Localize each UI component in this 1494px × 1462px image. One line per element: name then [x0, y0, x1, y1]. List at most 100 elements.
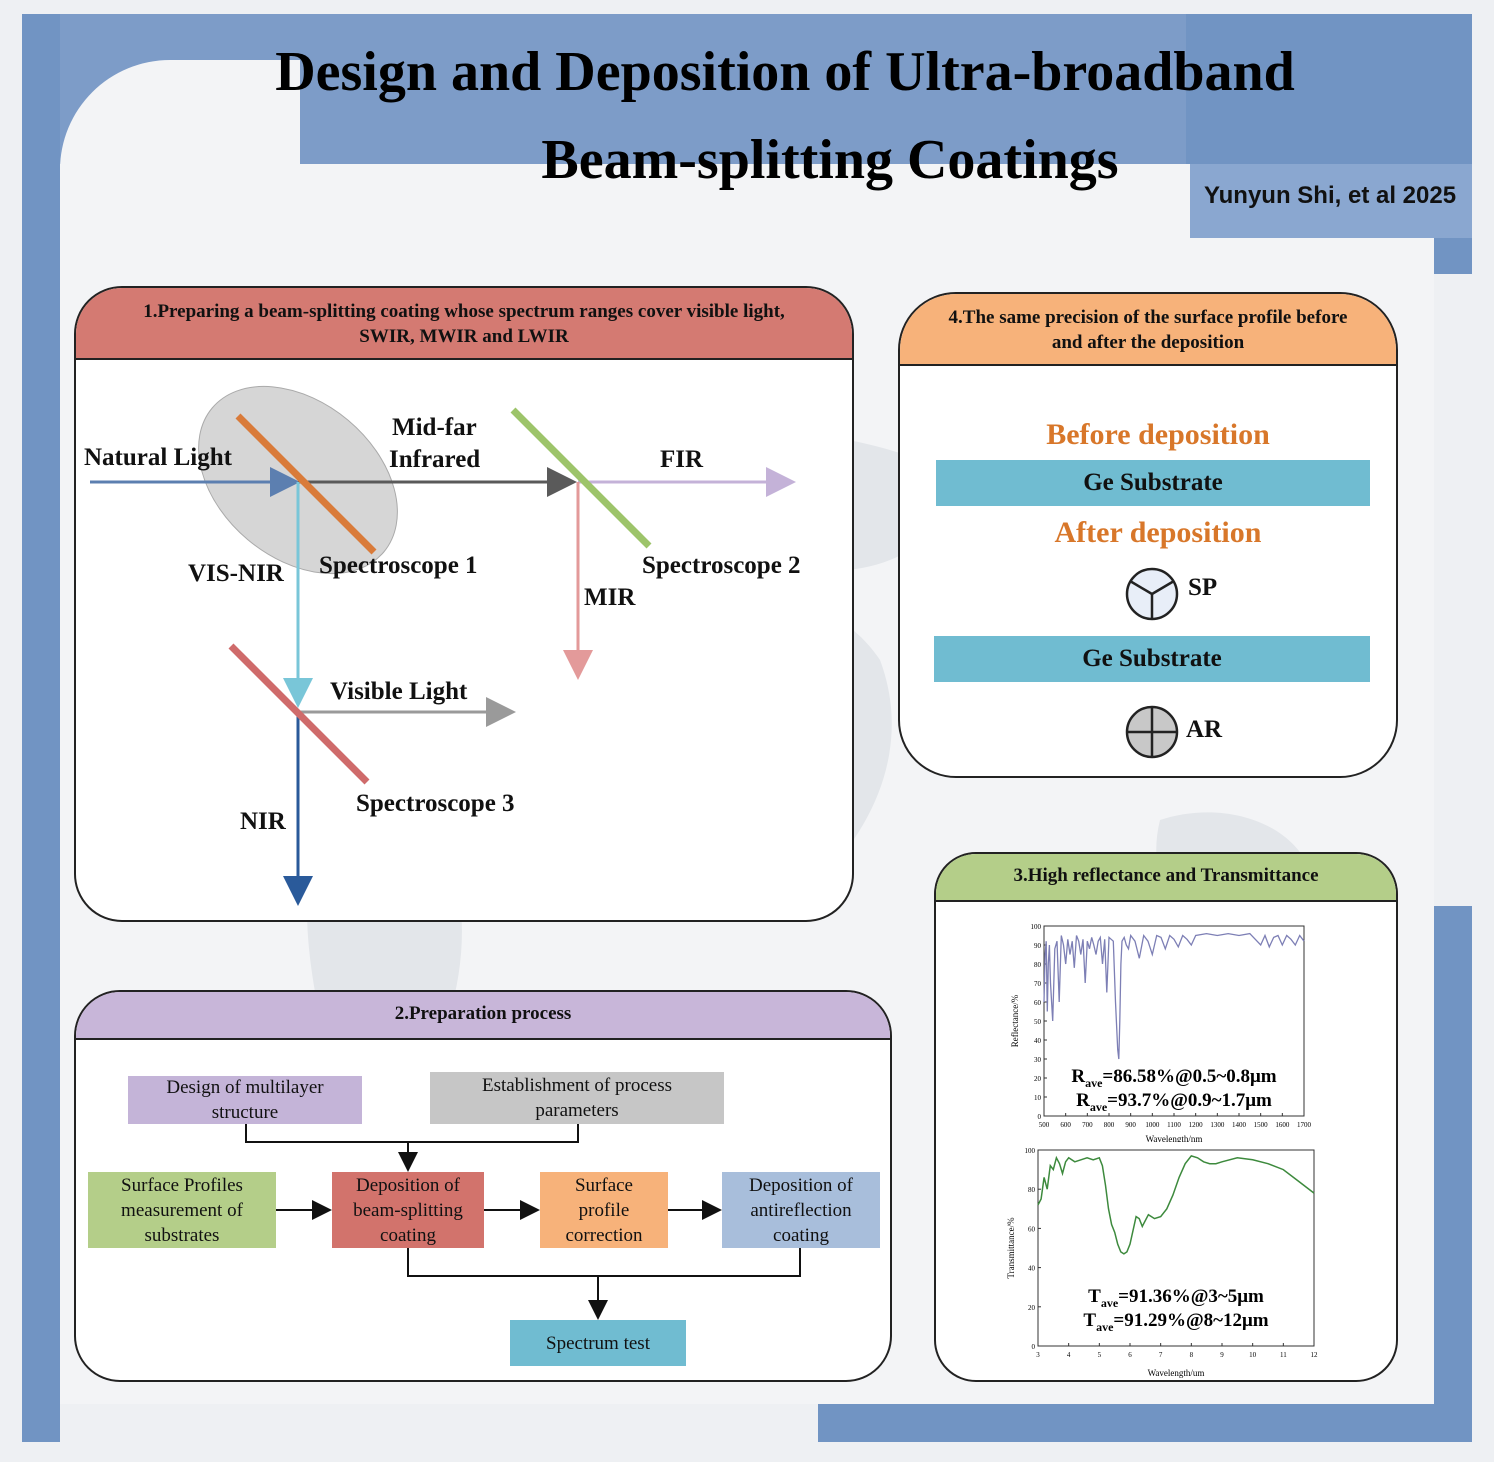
ge-substrate-before: Ge Substrate	[936, 460, 1370, 506]
deposition-beam-splitting-box: Deposition of beam-splitting coating	[332, 1172, 484, 1248]
panel-reflectance-transmittance: 3.High reflectance and Transmittance 0 10…	[934, 852, 1398, 1382]
author-label: Yunyun Shi, et al 2025	[1203, 182, 1457, 209]
t-ytick-label: 20	[1028, 1304, 1036, 1312]
sp-label: SP	[1188, 574, 1218, 601]
t-xtick-label: 11	[1280, 1351, 1287, 1359]
mid-far-label-2: Infrared	[389, 446, 481, 473]
reflectance-xlabel: Wavelength/nm	[1146, 1134, 1203, 1142]
transmittance-annotation-2: Tave=91.29%@8~12μm	[1083, 1310, 1268, 1334]
surface-correction-box: Surface profile correction	[540, 1172, 668, 1248]
right-bottom-frame	[1434, 906, 1472, 1442]
r-ytick-label: 80	[1034, 961, 1042, 969]
r-xtick-label: 500	[1039, 1121, 1050, 1129]
r-ytick-label: 0	[1038, 1113, 1042, 1121]
r-xtick-label: 700	[1082, 1121, 1093, 1129]
reflectance-series	[1043, 932, 1305, 1060]
panel1-heading-line2: SWIR, MWIR and LWIR	[359, 326, 569, 347]
sp-layer-icon	[1125, 567, 1179, 621]
ar-line3: coating	[773, 1224, 829, 1246]
r-xtick-label: 1200	[1189, 1121, 1204, 1129]
correction-line2: profile	[578, 1199, 630, 1221]
visible-light-label: Visible Light	[330, 678, 468, 705]
transmittance-series	[1037, 1155, 1315, 1255]
left-frame	[22, 14, 60, 1442]
t-xtick-label: 6	[1128, 1351, 1132, 1359]
r-xtick-label: 1300	[1210, 1121, 1225, 1129]
design-line1: Design of multilayer	[166, 1077, 324, 1098]
r-xtick-label: 1400	[1232, 1121, 1247, 1129]
spectroscope1-mirror	[235, 413, 377, 555]
panel4-heading-line1: 4.The same precision of the surface prof…	[948, 307, 1348, 328]
surface-profiles-box: Surface Profiles measurement of substrates	[88, 1172, 276, 1248]
panel1-heading: 1.Preparing a beam-splitting coating who…	[76, 288, 852, 360]
panel-beam-splitting: 1.Preparing a beam-splitting coating who…	[74, 286, 854, 922]
t-ytick-label: 100	[1025, 1147, 1036, 1155]
title-line-2: Beam-splitting Coatings	[541, 129, 1119, 191]
r-ytick-label: 90	[1034, 942, 1042, 950]
process-line1: Establishment of process	[482, 1075, 672, 1096]
deposition-line2: beam-splitting	[353, 1199, 463, 1221]
ge-substrate-after: Ge Substrate	[934, 636, 1370, 682]
t-ytick-label: 0	[1032, 1343, 1036, 1351]
panel-surface-profile: 4.The same precision of the surface prof…	[898, 292, 1398, 778]
mid-far-label-1: Mid-far	[392, 414, 477, 441]
process-parameters-box: Establishment of process parameters	[430, 1072, 724, 1124]
t-xtick-label: 9	[1220, 1351, 1224, 1359]
r-ytick-label: 60	[1034, 999, 1042, 1007]
correction-line1: Surface	[574, 1174, 633, 1196]
correction-line3: correction	[565, 1224, 643, 1246]
r-ytick-label: 70	[1034, 980, 1042, 988]
nir-label: NIR	[240, 808, 286, 835]
beam-diagram	[90, 385, 796, 906]
process-line2: parameters	[535, 1100, 619, 1121]
vis-nir-label: VIS-NIR	[188, 560, 284, 587]
spectroscope3-label: Spectroscope 3	[356, 790, 515, 817]
panel2-heading: 2.Preparation process	[76, 992, 890, 1040]
natural-light-label: Natural Light	[84, 444, 232, 471]
bottom-merge-connector	[407, 1248, 801, 1277]
before-deposition-label: Before deposition	[1046, 418, 1270, 451]
t-xtick-label: 3	[1036, 1351, 1040, 1359]
transmittance-annotation-1: Tave=91.36%@3~5μm	[1088, 1286, 1264, 1310]
r-ytick-label: 100	[1031, 923, 1042, 931]
spectroscope2-mirror	[510, 407, 652, 549]
r-xtick-label: 1500	[1254, 1121, 1269, 1129]
r-xtick-label: 1600	[1275, 1121, 1290, 1129]
panel1-heading-line1: 1.Preparing a beam-splitting coating who…	[143, 301, 785, 322]
deposition-line1: Deposition of	[356, 1174, 460, 1196]
panel-preparation-process: 2.Preparation process Design of multilay…	[74, 990, 892, 1382]
t-ytick-label: 80	[1028, 1186, 1036, 1194]
ar-line1: Deposition of	[749, 1174, 853, 1196]
t-xtick-label: 7	[1159, 1351, 1163, 1359]
r-xtick-label: 1700	[1297, 1121, 1312, 1129]
t-xtick-label: 4	[1067, 1351, 1071, 1359]
r-xtick-label: 600	[1060, 1121, 1071, 1129]
surface-line2: measurement of	[121, 1199, 243, 1221]
design-process-connector	[245, 1124, 579, 1143]
deposition-line3: coating	[380, 1224, 436, 1246]
ar-layer-icon	[1125, 705, 1179, 759]
t-xtick-label: 12	[1311, 1351, 1319, 1359]
ar-line2: antireflection	[750, 1199, 852, 1221]
surface-line1: Surface Profiles	[121, 1174, 243, 1196]
r-xtick-label: 1100	[1167, 1121, 1181, 1129]
panel3-heading: 3.High reflectance and Transmittance	[936, 854, 1396, 902]
transmittance-xlabel: Wavelength/um	[1148, 1368, 1205, 1378]
fir-label: FIR	[660, 446, 704, 473]
reflectance-ylabel: Reflectance/%	[1010, 994, 1020, 1047]
title-line-1: Design and Deposition of Ultra-broadband	[275, 41, 1295, 103]
panel4-heading-line2: and after the deposition	[1051, 332, 1245, 353]
surface-line3: substrates	[144, 1224, 220, 1246]
panel4-heading: 4.The same precision of the surface prof…	[900, 294, 1396, 366]
after-deposition-label: After deposition	[1054, 516, 1262, 549]
spectroscope3-mirror	[228, 643, 370, 785]
r-ytick-label: 40	[1034, 1037, 1042, 1045]
reflectance-annotation-1: Rave=86.58%@0.5~0.8μm	[1071, 1066, 1276, 1090]
r-ytick-label: 50	[1034, 1018, 1042, 1026]
r-xtick-label: 800	[1104, 1121, 1115, 1129]
ar-label: AR	[1186, 716, 1223, 743]
t-ytick-label: 40	[1028, 1265, 1036, 1273]
